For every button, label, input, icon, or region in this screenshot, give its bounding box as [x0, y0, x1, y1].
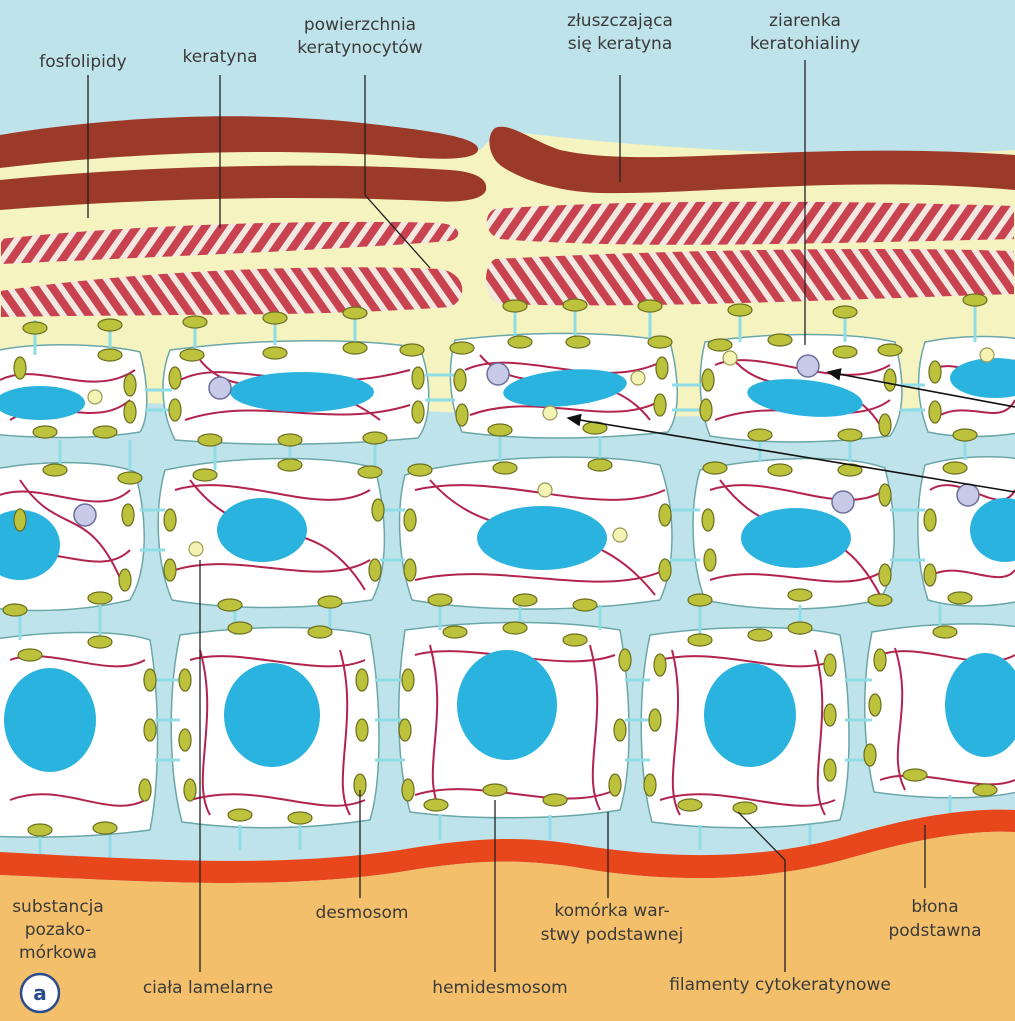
label-ziarenka-line2: keratohialiny: [750, 34, 860, 54]
label-ziarenka-line1: ziarenka: [769, 11, 841, 31]
nucleus: [457, 650, 557, 760]
lamellar-body: [613, 528, 627, 542]
label-blona-line2: podstawna: [888, 921, 981, 941]
lamellar-body: [189, 542, 203, 556]
nucleus: [224, 663, 320, 767]
keratohyalin-granule: [832, 491, 854, 513]
lamellar-body: [538, 483, 552, 497]
label-ciala-lamelarne: ciała lamelarne: [143, 978, 273, 998]
panel-badge: a: [21, 974, 59, 1012]
label-substancja-line1: substancja: [12, 897, 104, 917]
label-substancja-line3: mórkowa: [19, 943, 97, 963]
label-zluszczajaca-line2: się keratyna: [568, 34, 672, 54]
label-keratyna: keratyna: [182, 47, 257, 67]
keratin-band-right-2: [485, 248, 1015, 306]
panel-letter: a: [33, 981, 47, 1005]
label-desmosom: desmosom: [316, 903, 409, 923]
label-komorka-line1: komórka war-: [554, 901, 669, 921]
label-filamenty: filamenty cytokeratynowe: [669, 975, 891, 995]
keratohyalin-granule: [487, 363, 509, 385]
label-powierzchnia-line1: powierzchnia: [304, 15, 416, 35]
lamellar-body: [631, 371, 645, 385]
label-powierzchnia-line2: keratynocytów: [297, 38, 422, 58]
label-zluszczajaca-line1: złuszczająca: [567, 11, 673, 31]
nucleus: [741, 508, 851, 568]
lamellar-body: [88, 390, 102, 404]
nucleus: [477, 506, 607, 570]
keratohyalin-granule: [74, 504, 96, 526]
nucleus: [217, 498, 307, 562]
keratohyalin-granule: [957, 484, 979, 506]
lamellar-body: [543, 406, 557, 420]
keratohyalin-granule: [209, 377, 231, 399]
lamellar-body: [980, 348, 994, 362]
label-blona-line1: błona: [911, 897, 958, 917]
label-substancja-line2: pozako-: [25, 920, 92, 940]
label-komorka-line2: stwy podstawnej: [541, 925, 684, 945]
nucleus: [704, 663, 796, 767]
nucleus: [4, 668, 96, 772]
label-hemidesmosom: hemidesmosom: [432, 978, 567, 998]
nucleus: [230, 372, 374, 412]
keratohyalin-granule: [797, 355, 819, 377]
keratin-band-right-1: [486, 201, 1015, 246]
lamellar-body: [723, 351, 737, 365]
label-fosfolipidy: fosfolipidy: [39, 52, 126, 72]
